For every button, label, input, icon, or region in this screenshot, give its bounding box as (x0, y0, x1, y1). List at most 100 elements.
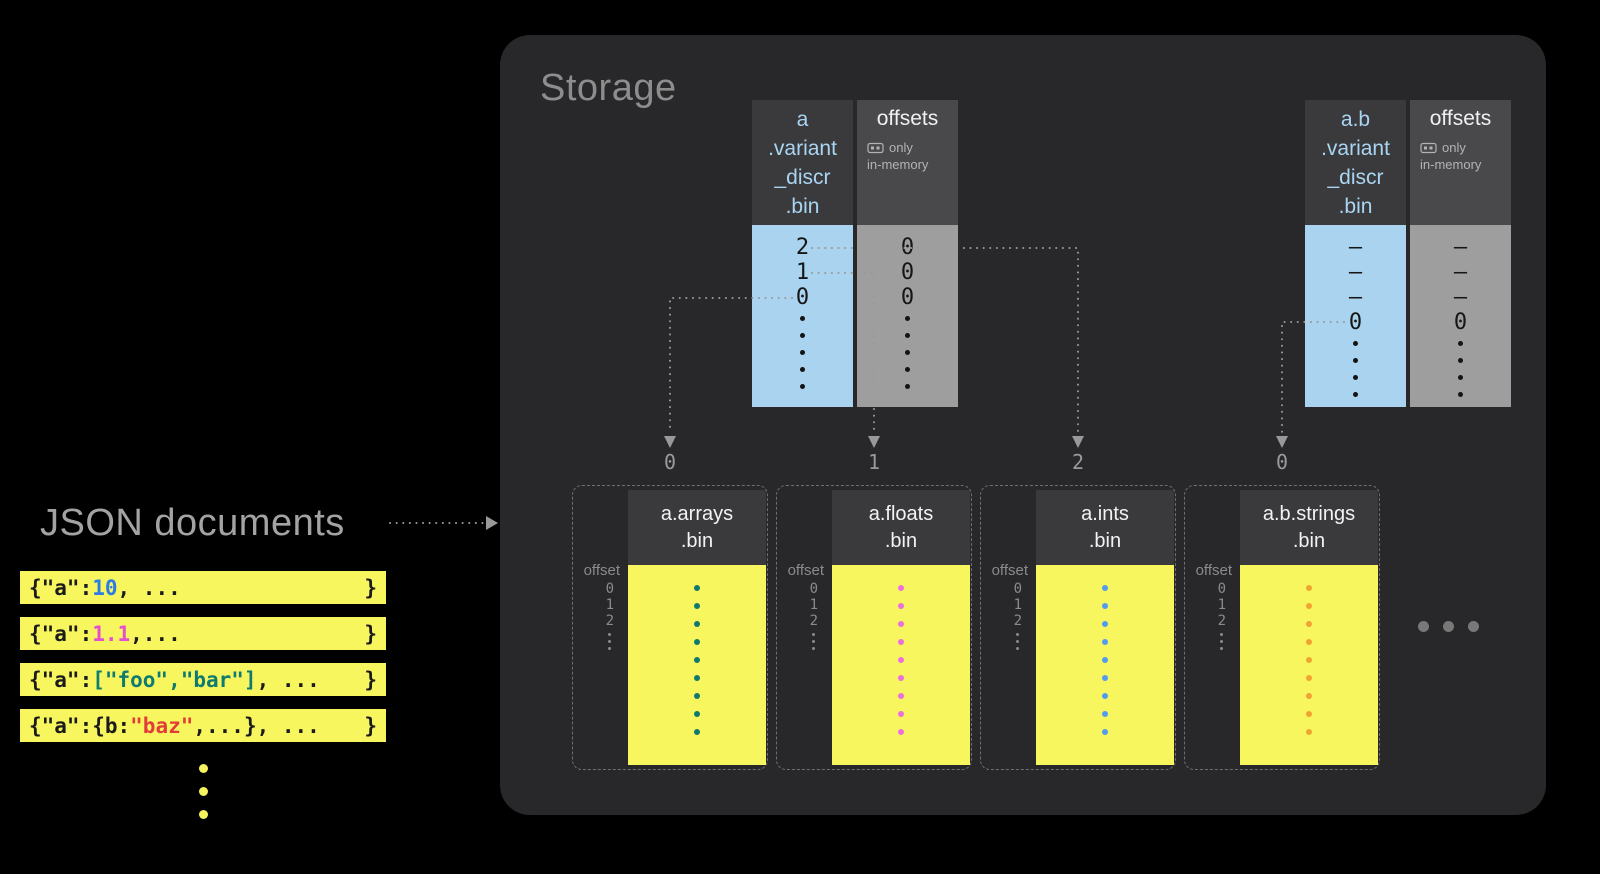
dot (1468, 621, 1479, 632)
dot (1353, 358, 1358, 363)
column-header-offsets-ab: offsets only in-memory (1410, 100, 1511, 225)
file-values-ellipsis (1102, 585, 1108, 735)
dot (898, 729, 904, 735)
file-name: a.floats .bin (832, 490, 970, 565)
list-item: 0 (900, 260, 915, 285)
dot (1102, 729, 1108, 735)
list-item: – (1348, 235, 1363, 260)
code-segment: ,... (130, 621, 181, 646)
dot (898, 657, 904, 663)
offset-ellipsis (812, 633, 815, 650)
file-name: a.arrays .bin (628, 490, 766, 565)
dot (1418, 621, 1429, 632)
list-item: 2 (605, 613, 614, 629)
dot (694, 603, 700, 609)
arrowhead-json-docs (486, 516, 498, 530)
file-values-ellipsis (694, 585, 700, 735)
dot (898, 711, 904, 717)
dot (1458, 341, 1463, 346)
file-data (628, 565, 766, 765)
dot (905, 367, 910, 372)
dot (199, 810, 208, 819)
dot (1306, 711, 1312, 717)
dot (905, 316, 910, 321)
list-item: 1 (795, 260, 810, 285)
column-header-offsets-a: offsets only in-memory (857, 100, 958, 225)
dot (1016, 640, 1019, 643)
offsets-note-line1: only (889, 140, 913, 155)
dot (898, 585, 904, 591)
json-document-list: {"a":10, ...} {"a":1.1,...} {"a":["foo",… (20, 571, 386, 742)
offset-ellipsis (1016, 633, 1019, 650)
offset-ellipsis (608, 633, 611, 650)
code-segment: {"a":{b: (29, 713, 131, 738)
file-name: a.ints .bin (1036, 490, 1174, 565)
dot (898, 603, 904, 609)
dot (1306, 693, 1312, 699)
slot-label-0: 0 (663, 450, 677, 474)
dot (694, 657, 700, 663)
dot (800, 316, 805, 321)
column-body-ab-variant-discr: –––0 (1305, 225, 1406, 407)
dot (1220, 633, 1223, 636)
file-name: a.b.strings .bin (1240, 490, 1378, 565)
list-item: 1 (1013, 597, 1022, 613)
offsets-note: only (1410, 140, 1511, 155)
dot (905, 350, 910, 355)
column-body-offsets-ab: –––0 (1410, 225, 1511, 407)
list-item: 0 (1453, 310, 1468, 335)
dot (608, 633, 611, 636)
file-data (1036, 565, 1174, 765)
dot (1102, 693, 1108, 699)
list-item: 2 (809, 613, 818, 629)
dot (1102, 657, 1108, 663)
dot (1102, 711, 1108, 717)
dot (694, 693, 700, 699)
code-segment: } (364, 713, 377, 738)
list-item: 1 (605, 597, 614, 613)
list-item: 2 (1013, 613, 1022, 629)
dot (905, 333, 910, 338)
dot (1458, 358, 1463, 363)
list-item: 0 (1013, 581, 1022, 597)
dot (1220, 647, 1223, 650)
dot (1016, 647, 1019, 650)
list-item: – (1348, 260, 1363, 285)
column-ab-variant-discr: a.b .variant _discr .bin –––0 (1305, 100, 1406, 407)
dot (1306, 585, 1312, 591)
dot (694, 711, 700, 717)
dot (1306, 603, 1312, 609)
dot (800, 367, 805, 372)
dot (1306, 621, 1312, 627)
dot (694, 621, 700, 627)
column-values: –––0 (1454, 235, 1467, 335)
column-offsets-ab: offsets only in-memory –––0 (1410, 100, 1511, 407)
more-files-ellipsis (1418, 621, 1479, 632)
offset-ellipsis (1220, 633, 1223, 650)
storage-title: Storage (540, 67, 677, 109)
dot (199, 764, 208, 773)
code-segment: } (364, 575, 377, 600)
dot (1306, 657, 1312, 663)
dot (812, 640, 815, 643)
list-item: 0 (900, 235, 915, 260)
dot (898, 675, 904, 681)
dot (608, 647, 611, 650)
dot (199, 787, 208, 796)
dot (898, 693, 904, 699)
list-item: 1 (809, 597, 818, 613)
column-ellipsis (1353, 341, 1358, 397)
column-ellipsis (1458, 341, 1463, 397)
